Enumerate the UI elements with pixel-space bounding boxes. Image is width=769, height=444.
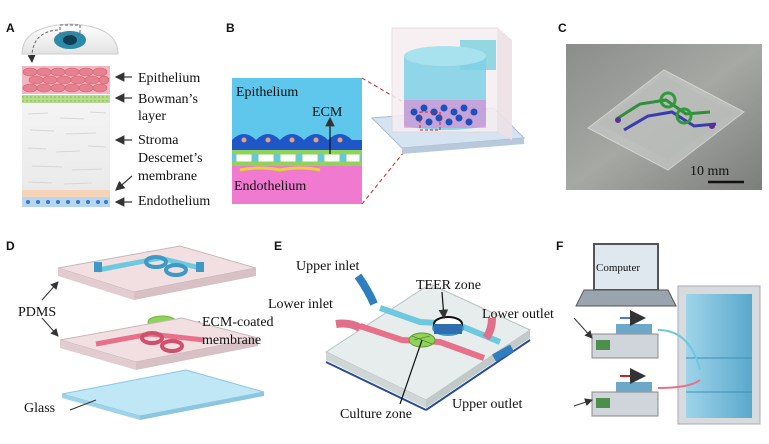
panel-letter-b: B [226,21,235,35]
label-pdms: PDMS [18,305,56,320]
label-bowmans: Bowman’s [138,92,198,107]
panel-letter-c: C [558,21,567,35]
panel-a: A [6,21,210,209]
label-glass: Glass [24,401,55,416]
panel-letter-e: E [274,239,282,253]
label-lower-outlet: Lower outlet [482,307,554,322]
eye-icon [21,23,119,63]
syringe-pump-upper [591,310,659,359]
pdms-top-layer [57,245,257,300]
panel-letter-a: A [6,21,15,35]
cornea-layers [22,66,110,207]
pdms-bottom-layer [59,317,259,370]
label-ecm: ECM [312,105,343,120]
label-epithelium-b: Epithelium [236,85,298,100]
label-membrane: membrane [138,169,197,184]
panel-e: E Upper inlet TEER zone Lower inl [268,239,554,422]
glass-slide [61,369,265,417]
incubator-cabinet [677,285,761,425]
layer-arrows [114,72,133,207]
label-computer: Computer [596,262,640,274]
panel-letter-d: D [6,239,15,253]
panel-letter-f: F [556,239,563,253]
panel-f: F Computer [452,239,761,425]
label-teer-zone: TEER zone [416,278,481,293]
label-descemets: Descemet’s [138,151,203,166]
panel-c: C 10 mm [558,21,762,190]
label-stroma: Stroma [138,133,179,148]
label-layer: layer [138,109,166,124]
laptop-icon [575,243,677,307]
label-upper-outlet: Upper outlet [452,397,522,412]
scale-label: 10 mm [690,164,729,179]
chip-assembled [324,273,532,411]
label-endothelium-a: Endothelium [138,194,210,209]
panel-b: B Epithelium ECM Endothelium [226,21,526,205]
chip-photo-device [587,69,745,171]
label-ecm-coated: ECM-coated [202,315,274,330]
label-lower-inlet: Lower inlet [268,297,333,312]
chip-3d-model [370,27,526,154]
label-culture-zone: Culture zone [340,407,412,422]
label-membrane-d: membrane [202,333,261,348]
syringe-pump-lower [591,368,659,417]
label-endothelium-b: Endothelium [234,179,306,194]
panel-d: D [6,239,274,420]
label-upper-inlet: Upper inlet [296,259,359,274]
label-epithelium: Epithelium [138,71,200,86]
